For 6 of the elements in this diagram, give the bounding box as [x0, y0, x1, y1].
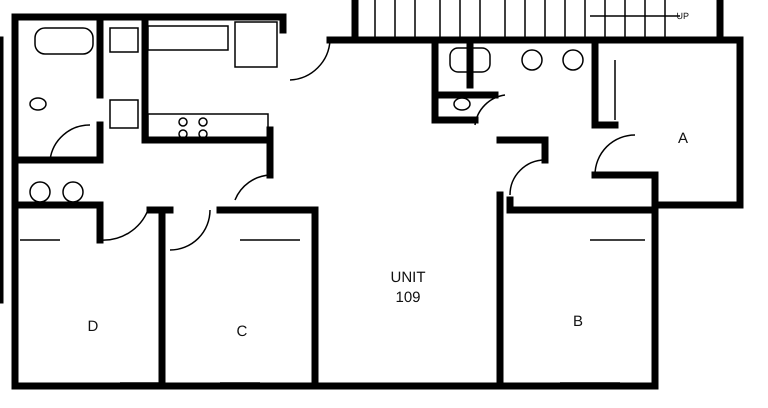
room-label: UNIT 109 — [390, 268, 426, 308]
room-label: D — [88, 318, 98, 334]
room-label: C — [236, 322, 248, 340]
room-label: A — [678, 130, 688, 146]
room-label: B — [573, 312, 584, 330]
stair-direction-label: UP — [676, 11, 690, 21]
